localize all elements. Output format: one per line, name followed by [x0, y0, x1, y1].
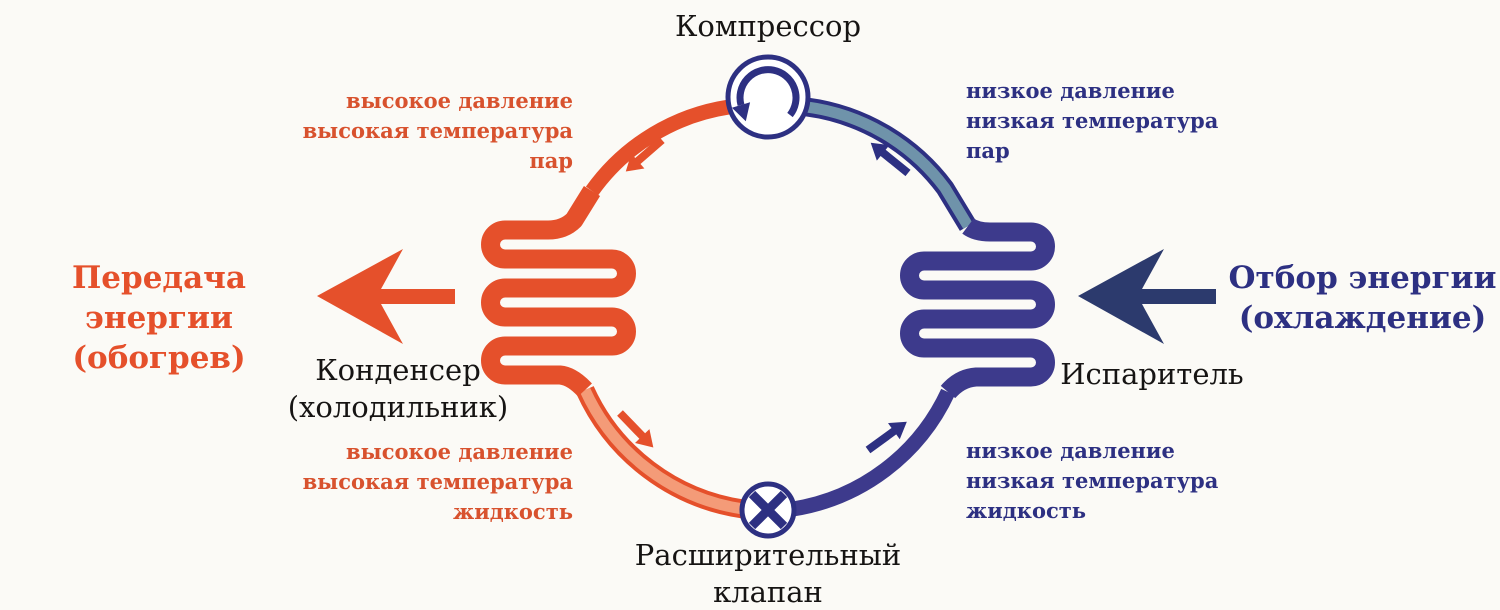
state-low-pressure-liquid-label: низкое давление низкая температура жидко… [966, 438, 1219, 523]
compressor-icon-arrowhead [731, 102, 751, 122]
condenser-label: Конденсер (холодильник) [287, 353, 509, 424]
energy-out-arrow-icon [317, 249, 455, 344]
evaporator-coil [900, 218, 1055, 399]
energy-in-arrow-icon [1078, 249, 1216, 344]
arc-hot-liquid-outline [576, 386, 745, 519]
arc-cold-vapor [806, 101, 973, 229]
energy-in-label: Отбор энергии (охлаждение) [1228, 260, 1497, 336]
state-high-pressure-vapor-label: высокое давление высокая температура пар [302, 88, 573, 173]
arc-cold-liquid [791, 388, 955, 517]
evaporator-label: Испаритель [1060, 357, 1244, 391]
expansion-valve-label: Расширительный клапан [634, 538, 902, 609]
expansion-valve-icon [748, 490, 788, 530]
state-low-pressure-vapor-label: низкое давление низкая температура пар [966, 78, 1219, 163]
compressor-label: Компрессор [674, 9, 862, 43]
compressor-icon [736, 66, 800, 118]
arc-cold-vapor-outline [805, 97, 977, 231]
condenser-coil [481, 185, 636, 397]
state-high-pressure-liquid-label: высокое давление высокая температура жид… [302, 439, 573, 524]
arc-hot-vapor [585, 99, 731, 196]
energy-out-label: Передача энергии (обогрев) [72, 260, 246, 376]
arc-hot-liquid [579, 387, 744, 515]
